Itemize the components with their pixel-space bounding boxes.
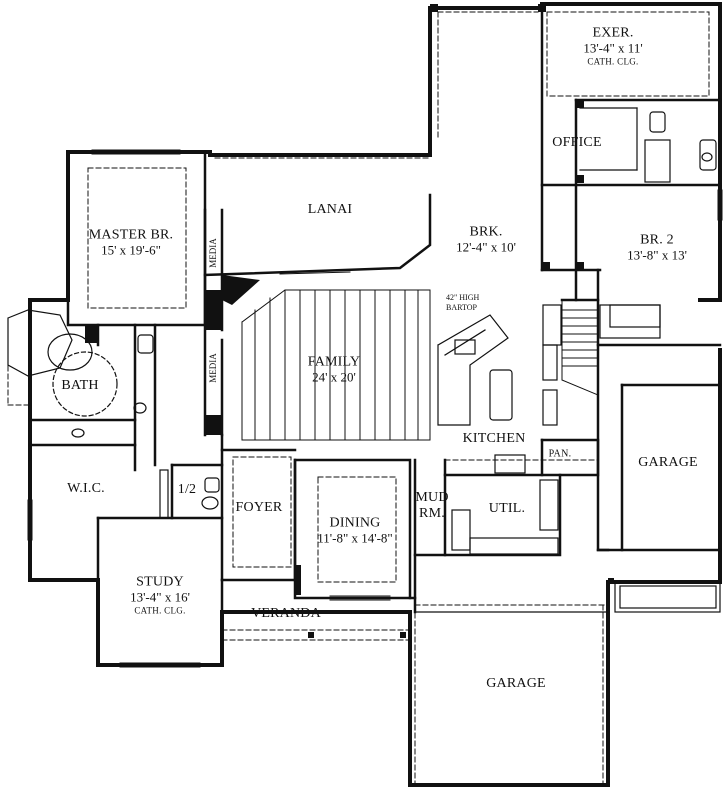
room-name: MUD [415, 489, 449, 505]
room-name: PAN. [548, 448, 572, 460]
room-name: BATH [61, 377, 99, 393]
room-half-bath: 1/2 [178, 482, 197, 498]
room-name: 1/2 [177, 481, 197, 497]
family-ceiling-lines [241, 289, 431, 441]
room-name: FOYER [235, 499, 283, 515]
room-dimensions: 13'-4" x 11' [583, 40, 643, 56]
room-dimensions: 13'-4" x 16' [130, 589, 190, 605]
solid-fills [85, 4, 614, 638]
room-name: UTIL. [488, 500, 526, 516]
kitchen-island [437, 314, 513, 426]
room-name: BR. 2 [640, 232, 674, 248]
room-utility: UTIL. [489, 501, 525, 517]
room-dimensions: 15' x 19'-6" [101, 242, 161, 258]
windows [27, 149, 723, 668]
room-name-line-2: RM. [419, 506, 445, 521]
room-dining: DINING 11'-8" x 14'-8" [317, 515, 392, 546]
room-office: OFFICE [552, 135, 601, 151]
room-family: FAMILY 24' x 20' [308, 354, 360, 385]
room-exercise: EXER. 13'-4" x 11' CATH. CLG. [583, 25, 642, 66]
room-name: FAMILY [307, 354, 361, 370]
room-name: OFFICE [552, 134, 602, 150]
room-bath: BATH [61, 378, 98, 394]
bartop-note-line-2: BARTOP [446, 302, 477, 312]
dashed-lines [7, 11, 710, 786]
room-garage-bottom: GARAGE [486, 676, 546, 692]
room-bedroom-2: BR. 2 13'-8" x 13' [627, 232, 687, 263]
bath-fixtures [7, 139, 717, 510]
room-foyer: FOYER [236, 500, 283, 516]
room-name: W.I.C. [67, 480, 105, 496]
exterior-walls [28, 2, 722, 787]
room-dimensions: 11'-8" x 14'-8" [317, 530, 393, 546]
room-name: STUDY [136, 574, 184, 590]
bartop-note: 42" HIGH BARTOP [446, 293, 479, 312]
room-name: VERANDA [251, 605, 321, 621]
bartop-note-line-1: 42" HIGH [446, 293, 480, 302]
room-lanai: LANAI [308, 202, 353, 218]
room-master-bedroom: MASTER BR. 15' x 19'-6" [89, 227, 173, 258]
room-pantry: PAN. [549, 448, 572, 460]
room-study: STUDY 13'-4" x 16' CATH. CLG. [130, 574, 190, 615]
room-note: CATH. CLG. [134, 605, 186, 616]
room-veranda: VERANDA [251, 606, 321, 622]
room-dimensions: 24' x 20' [312, 369, 356, 385]
room-name: DINING [329, 515, 381, 531]
room-dimensions: 13'-8" x 13' [627, 247, 687, 263]
room-name: LANAI [307, 201, 353, 217]
room-name: KITCHEN [462, 430, 526, 446]
room-name: BRK. [469, 224, 503, 240]
room-name: GARAGE [486, 675, 546, 691]
room-name: GARAGE [638, 454, 698, 470]
room-dimensions: 12'-4" x 10' [456, 239, 516, 255]
room-name: MASTER BR. [88, 227, 174, 243]
media-label-upper: MEDIA [208, 238, 218, 268]
room-garage-right: GARAGE [638, 455, 698, 471]
room-breakfast: BRK. 12'-4" x 10' [456, 224, 516, 255]
room-name: EXER. [592, 25, 634, 41]
interior-walls [28, 6, 722, 614]
room-note: CATH. CLG. [587, 56, 639, 67]
room-mud-room: MUD RM. [415, 490, 448, 522]
media-label-lower: MEDIA [208, 353, 218, 383]
room-walk-in-closet: W.I.C. [67, 481, 105, 497]
thin-walls [29, 107, 721, 613]
room-kitchen: KITCHEN [463, 431, 526, 447]
stairs [561, 299, 599, 396]
